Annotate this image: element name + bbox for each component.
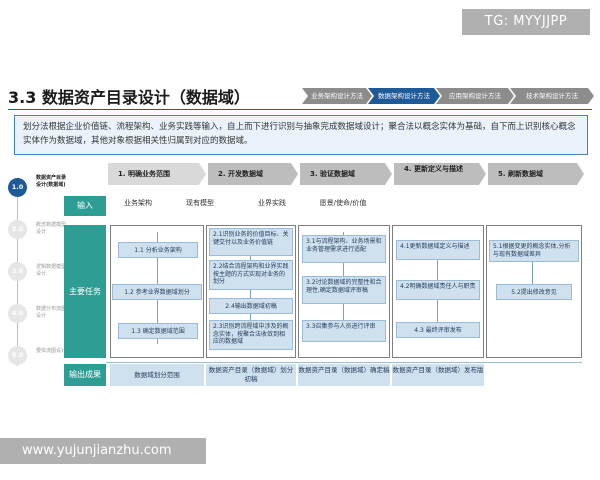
timeline-step-4-circle: 4.0	[8, 304, 27, 323]
timeline-step-1-circle: 1.0	[8, 178, 27, 197]
flow-line-5	[532, 240, 533, 290]
task-4-3: 4.3 最终评审发布	[396, 322, 480, 338]
task-5-2: 5.2提出修改意见	[496, 284, 572, 300]
task-5-1: 5.1根据变更的概念实体,分析与现有数据域差异	[489, 240, 579, 262]
step-technology-architecture: 技术架构设计方法	[510, 88, 594, 104]
row-label-tasks: 主要任务	[64, 225, 106, 358]
input-industry-practice: 业界实践	[258, 199, 286, 207]
output-3: 数据资产目录（数据域）确定稿	[298, 364, 390, 386]
step-data-architecture-active: 数据架构设计方法	[368, 88, 440, 104]
timeline-step-2-label: 概念数据模型设计	[36, 222, 67, 235]
column-header-3: 3. 验证数据域	[300, 163, 392, 185]
row-label-output: 输出成果	[64, 364, 106, 386]
output-divider	[106, 362, 582, 363]
task-1-1: 1.1 分析业务架构	[118, 242, 198, 258]
timeline-step-3-circle: 3.0	[8, 262, 27, 281]
title-divider	[8, 109, 592, 110]
step-application-architecture: 应用架构设计方法	[436, 88, 514, 104]
task-3-1: 3.1与流程架构、业务场景和业务管理需求进行适配	[302, 235, 386, 263]
output-4: 数据资产目录（数据域）发布版	[392, 364, 484, 386]
task-2-1: 2.1识别业务的价值目标、关键交付以及业务价值链	[209, 228, 293, 256]
task-2-2: 2.2结合流程架构和业界实践按主题的方式实现对业务的划分	[209, 260, 293, 290]
output-1: 数据域划分范围	[110, 364, 204, 386]
input-business-architecture: 业务架构	[124, 199, 152, 207]
timeline-step-4-label: 数据分布流图设计	[36, 306, 67, 319]
task-4-1: 4.1更新数据域定义与描述	[396, 240, 480, 260]
timeline-step-3-label: 逻辑数据模型设计	[36, 264, 67, 277]
timeline-step-5-label: 要体流图设计	[36, 348, 67, 354]
watermark-telegram: TG: MYYJJPP	[462, 9, 590, 35]
timeline-step-5-circle: 5.0	[8, 346, 27, 365]
step-business-architecture: 业务架构设计方法	[302, 88, 372, 104]
input-existing-model: 现有模型	[186, 199, 214, 207]
task-2-4: 2.4输出数据域初稿	[209, 298, 293, 314]
output-2: 数据资产目录（数据域）划分初稿	[206, 364, 296, 386]
intro-description: 划分法根据企业价值链、流程架构、业务实践等输入，自上而下进行识别与抽象完成数据域…	[14, 115, 588, 155]
column-header-2: 2. 开发数据域	[208, 163, 298, 185]
task-3-3: 3.3召集参与人员进行评审	[302, 320, 386, 342]
timeline-step-1-label: 数据资产目录设计(数据域)	[36, 175, 67, 188]
watermark-website: www.yujunjianzhu.com	[0, 438, 206, 464]
task-2-3: 2.3识别跨流程域中涉及的概念实体，按聚合法收敛到相应的数据域	[209, 320, 293, 350]
column-header-5: 5. 刷新数据域	[488, 163, 584, 185]
page-title: 3.3 数据资产目录设计（数据域）	[8, 88, 250, 107]
column-header-4: 4. 更新定义与描述	[394, 163, 486, 185]
row-label-input: 输入	[64, 196, 106, 216]
timeline-step-2-circle: 2.0	[8, 220, 27, 239]
task-3-2: 3.2讨论数据域的完整性和合理性,确定数据域评审稿	[302, 276, 386, 304]
input-vision-mission-value: 愿景/使命/价值	[319, 199, 367, 207]
task-4-2: 4.2明确数据域责任人与职责	[396, 280, 480, 300]
column-header-1: 1. 明确业务范围	[108, 163, 206, 185]
task-1-3: 1.3 确定数据域范围	[118, 323, 198, 339]
task-1-2: 1.2 参考业界数据域划分	[112, 284, 202, 300]
